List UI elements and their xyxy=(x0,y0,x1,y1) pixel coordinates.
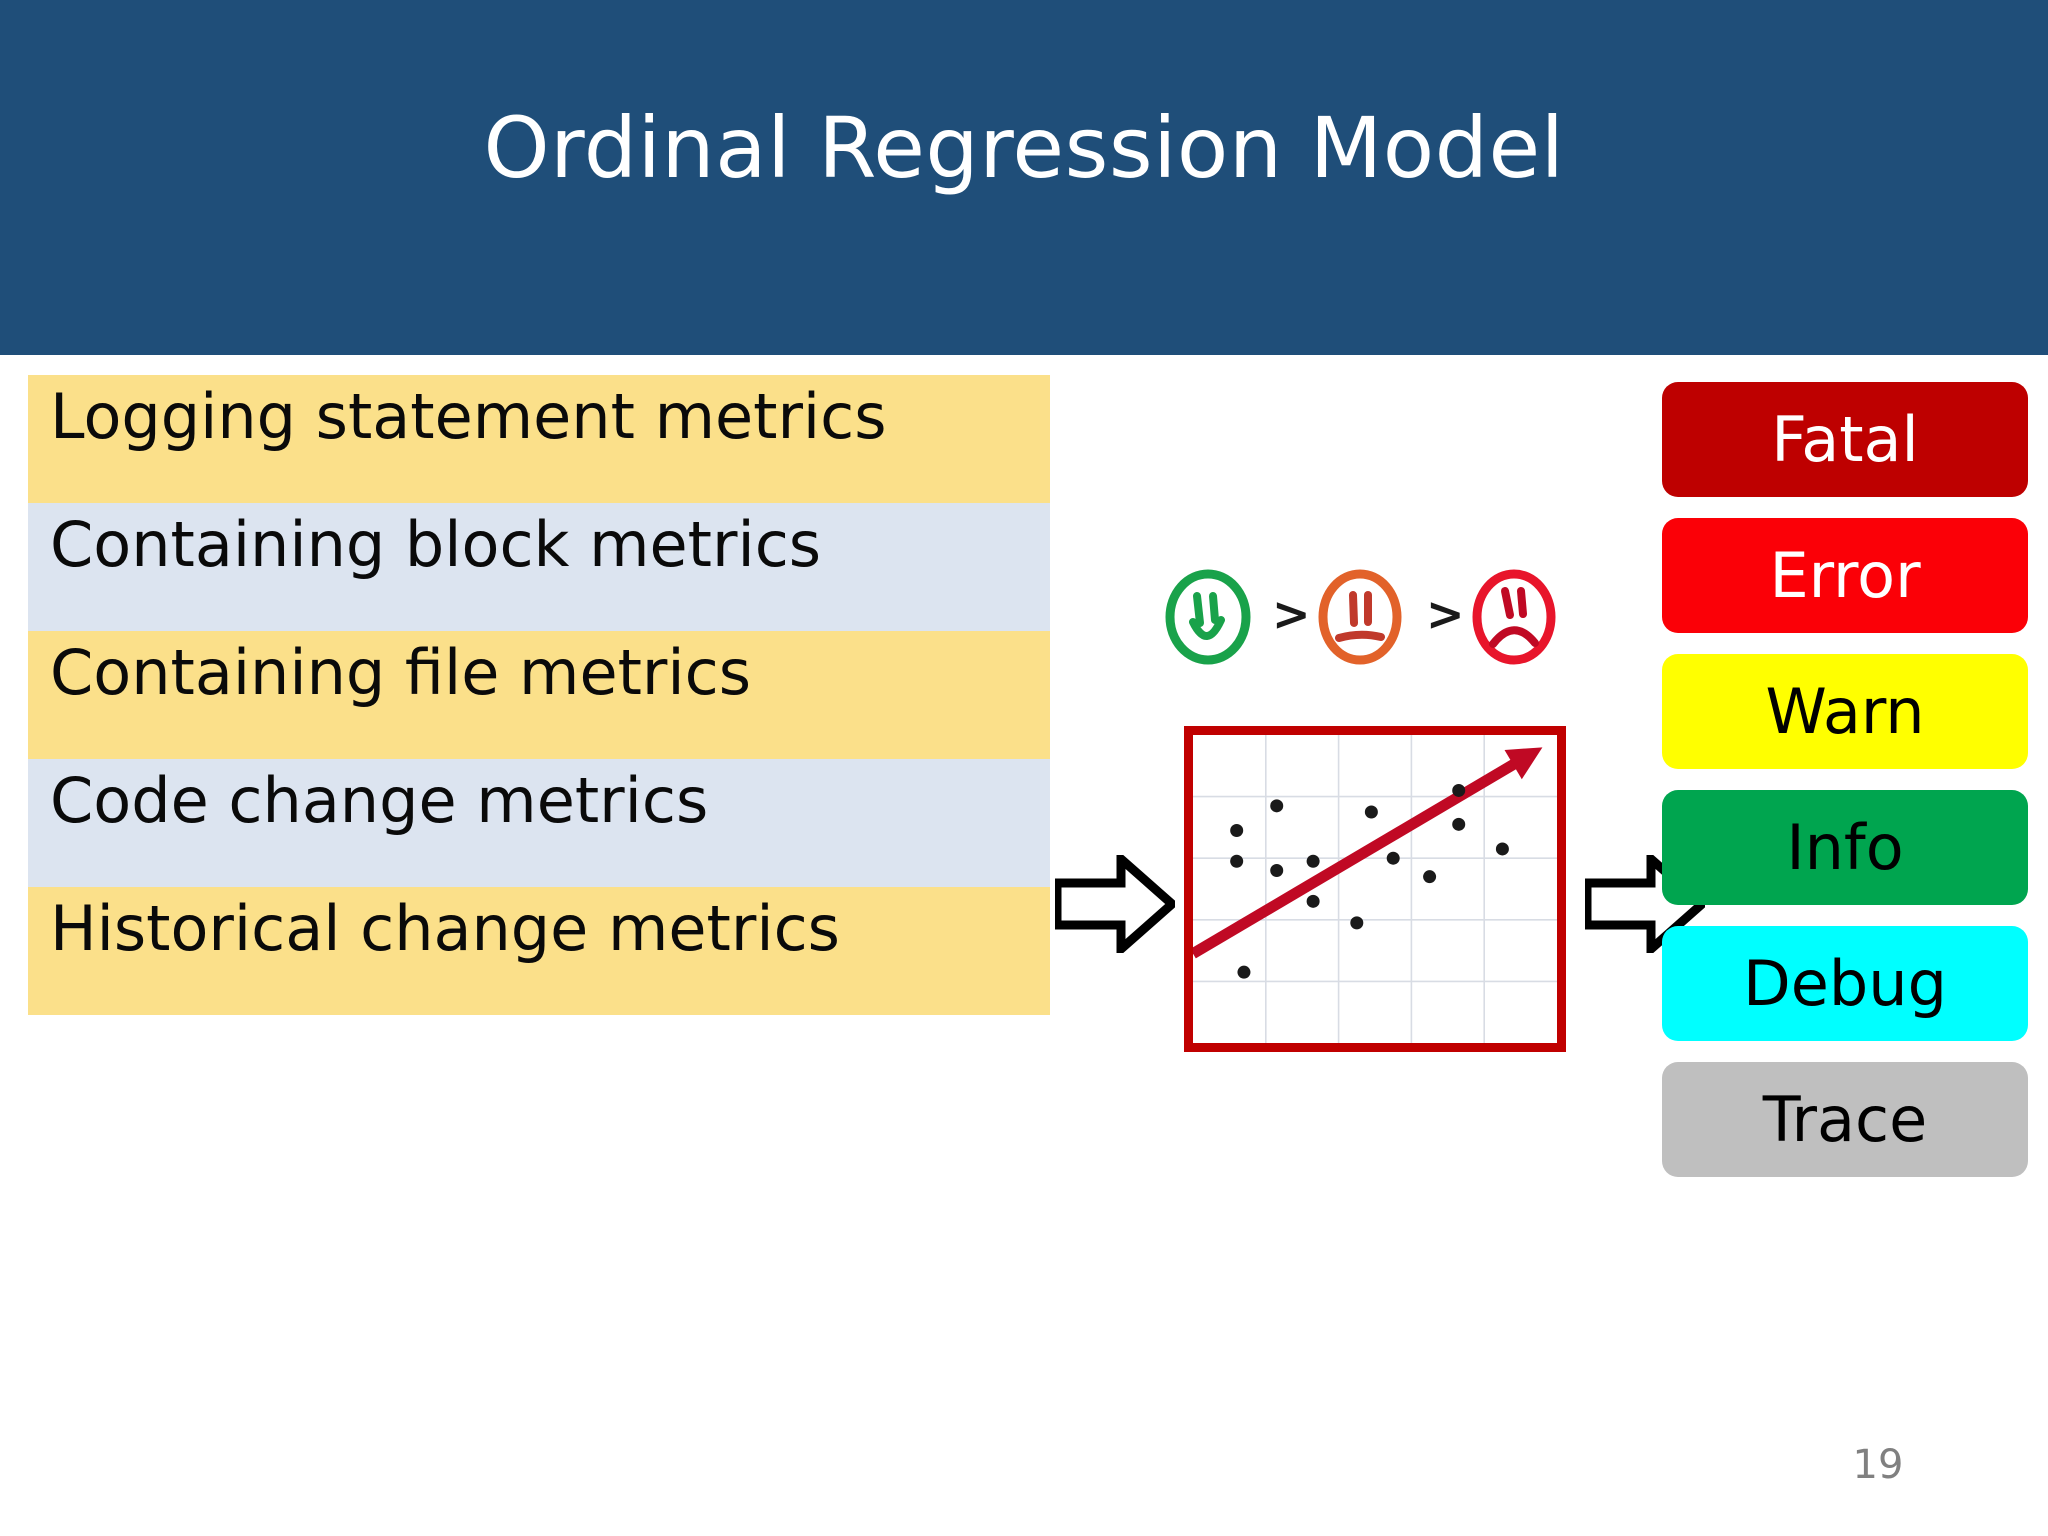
log-level-trace[interactable]: Trace xyxy=(1662,1062,2028,1177)
metric-highlight-bar xyxy=(28,631,1050,759)
log-level-label: Info xyxy=(1786,810,1904,884)
metrics-list: Logging statement metrics Containing blo… xyxy=(0,355,1100,1355)
happy-face-icon xyxy=(1160,565,1256,673)
metric-highlight-bar xyxy=(28,503,1050,631)
neutral-face-icon xyxy=(1312,565,1408,673)
log-level-list: Fatal Error Warn Info Debug Trace xyxy=(1662,382,2028,1390)
metric-label: Containing block metrics xyxy=(50,508,822,581)
log-level-label: Warn xyxy=(1765,674,1925,748)
metric-highlight-bar xyxy=(28,375,1050,503)
greater-than-symbol-1: > xyxy=(1272,587,1311,641)
metric-label: Logging statement metrics xyxy=(50,380,887,453)
log-level-debug[interactable]: Debug xyxy=(1662,926,2028,1041)
chart-data-points xyxy=(1230,783,1509,979)
scatter-plot-frame xyxy=(1184,726,1566,1052)
page-title: Ordinal Regression Model xyxy=(483,99,1565,197)
chart-trend-line xyxy=(1193,747,1543,959)
chart-gridlines xyxy=(1193,735,1557,1043)
greater-than-symbol-2: > xyxy=(1426,587,1465,641)
left-block-arrow-icon xyxy=(1052,849,1179,959)
log-level-fatal[interactable]: Fatal xyxy=(1662,382,2028,497)
metric-highlight-bar xyxy=(28,759,1050,887)
metric-highlight-bar xyxy=(28,887,1050,1015)
scatter-plot-figure xyxy=(1184,726,1566,1052)
log-level-warn[interactable]: Warn xyxy=(1662,654,2028,769)
log-level-label: Trace xyxy=(1762,1082,1928,1156)
metric-label: Containing file metrics xyxy=(50,636,752,709)
severity-scale: > > xyxy=(1160,565,1560,695)
log-level-info[interactable]: Info xyxy=(1662,790,2028,905)
scatter-plot-canvas xyxy=(1193,735,1557,1043)
title-banner: Ordinal Regression Model xyxy=(0,0,2048,355)
log-level-error[interactable]: Error xyxy=(1662,518,2028,633)
log-level-label: Error xyxy=(1769,538,1921,612)
page-number: 19 xyxy=(1852,1442,1904,1488)
sad-face-icon xyxy=(1466,565,1562,673)
log-level-label: Debug xyxy=(1743,946,1947,1020)
log-level-label: Fatal xyxy=(1771,402,1919,476)
metric-label: Historical change metrics xyxy=(50,892,840,965)
metric-label: Code change metrics xyxy=(50,764,709,837)
